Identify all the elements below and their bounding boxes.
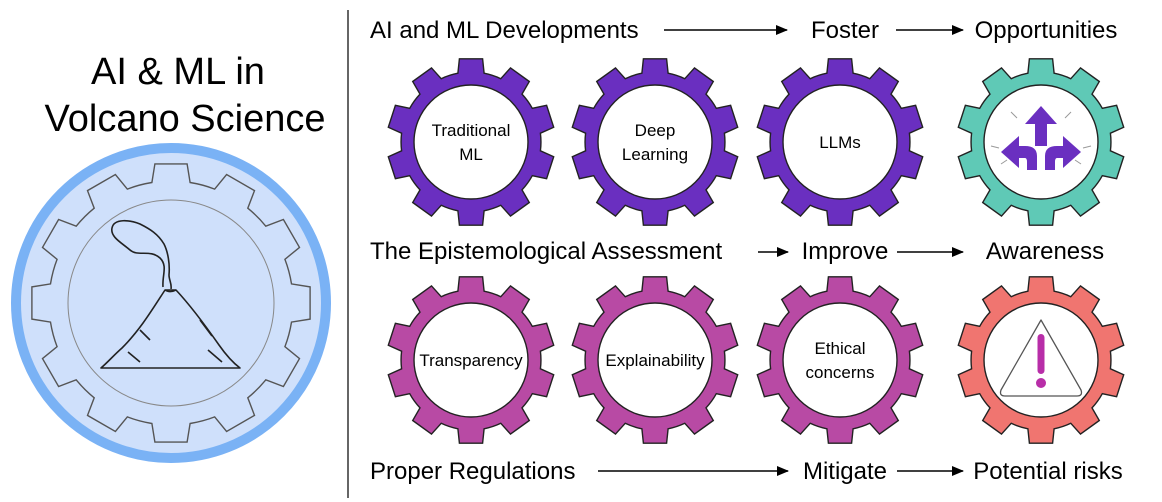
- volcano-icon: [100, 219, 241, 369]
- gear-hub: [413, 84, 529, 200]
- row-3-middle-label: Mitigate: [803, 458, 887, 485]
- title-line-1: AI & ML in: [91, 51, 265, 93]
- gear-hub: [782, 84, 898, 200]
- result-gear-1: [957, 58, 1125, 226]
- title-line-2: Volcano Science: [45, 98, 326, 140]
- row-1-flow: AI and ML Developments Foster Opportunit…: [370, 17, 1117, 44]
- gear-label: Transparency: [419, 351, 523, 370]
- gear-1-3: LLMs: [756, 58, 924, 226]
- volcano-emblem: [11, 143, 331, 463]
- gear-hub: [782, 302, 898, 418]
- row-2-right-label: Awareness: [986, 238, 1104, 265]
- three-way-arrows-icon: [990, 106, 1092, 170]
- emblem-gear-outline: [31, 163, 311, 443]
- gear-label: Explainability: [605, 351, 705, 370]
- row-2-flow: The Epistemological Assessment Improve A…: [370, 238, 1104, 265]
- row-1-middle-label: Foster: [811, 17, 879, 44]
- gear-hub: [597, 84, 713, 200]
- row-3-right-label: Potential risks: [973, 458, 1122, 485]
- row-1-right-label: Opportunities: [975, 17, 1118, 44]
- emblem-inner-ring: [67, 199, 275, 407]
- gear-hub: [597, 302, 713, 418]
- emblem-outer-ring: [11, 143, 331, 463]
- result-gear-2: [957, 276, 1125, 444]
- row-3-flow: Proper Regulations Mitigate Potential ri…: [370, 458, 1123, 485]
- row-1-left-label: AI and ML Developments: [370, 17, 639, 44]
- gear-hub: [413, 302, 529, 418]
- row-2-left-label: The Epistemological Assessment: [370, 238, 722, 265]
- row-3-left-label: Proper Regulations: [370, 458, 575, 485]
- title-panel: AI & ML in Volcano Science: [45, 51, 326, 140]
- row-2-middle-label: Improve: [802, 238, 889, 265]
- gear-2-2: Explainability: [571, 276, 739, 444]
- gear-2-1: Transparency: [387, 276, 555, 444]
- gear-label: LLMs: [819, 133, 861, 152]
- warning-icon: [999, 319, 1083, 397]
